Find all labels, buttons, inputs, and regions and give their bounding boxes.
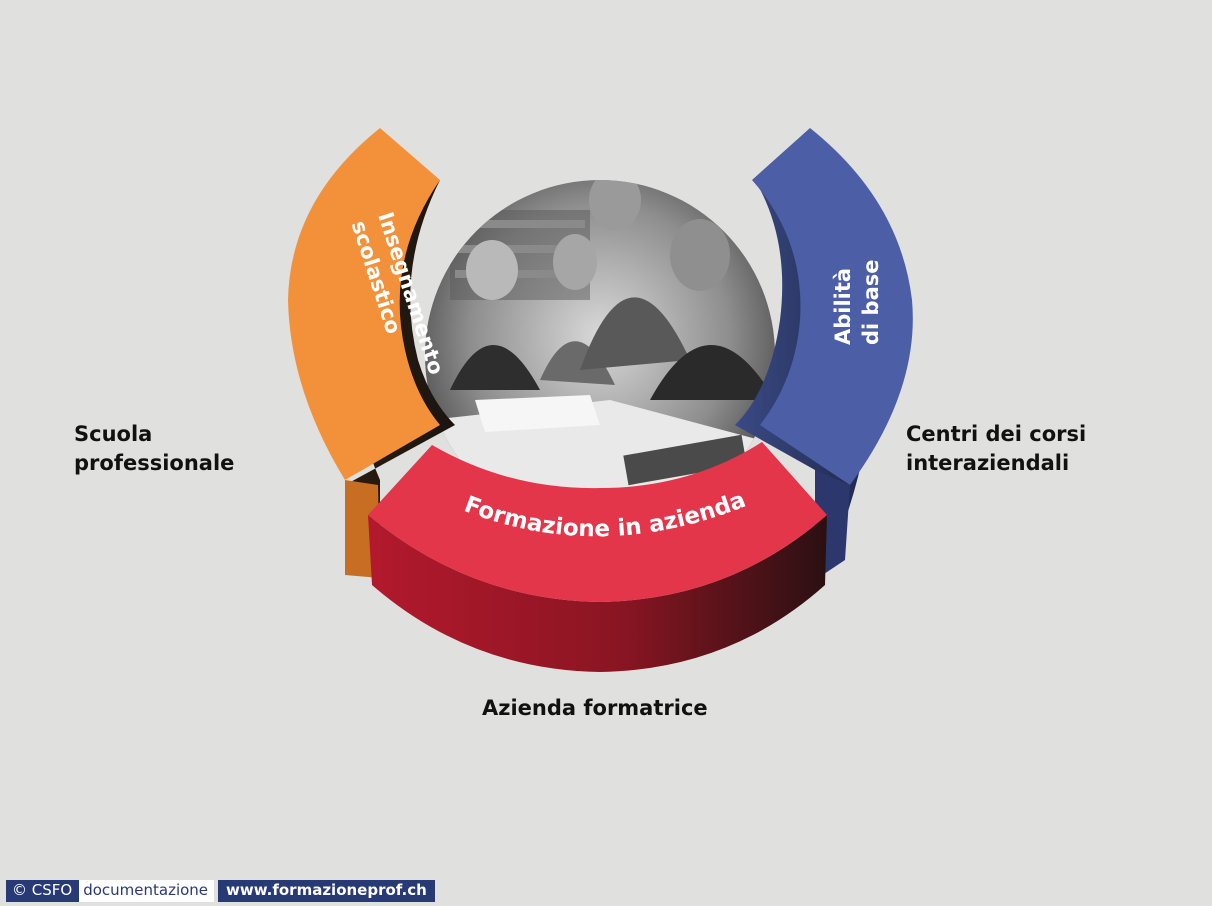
footer-website-link[interactable]: www.formazioneprof.ch	[218, 880, 435, 902]
footer-section: documentazione	[78, 880, 215, 902]
classroom-photo	[425, 180, 775, 530]
footer-bar: © CSFO documentazione www.formazioneprof…	[6, 880, 435, 902]
company-segment: Formazione in azienda	[368, 442, 827, 672]
label-vocational-school: Scuola professionale	[74, 422, 235, 475]
courses-segment-label: Abilità di base	[831, 260, 883, 346]
label-host-company: Azienda formatrice	[482, 696, 708, 720]
footer-copyright: © CSFO	[6, 880, 79, 902]
label-intercompany-courses: Centri dei corsi interaziendali	[906, 422, 1087, 475]
